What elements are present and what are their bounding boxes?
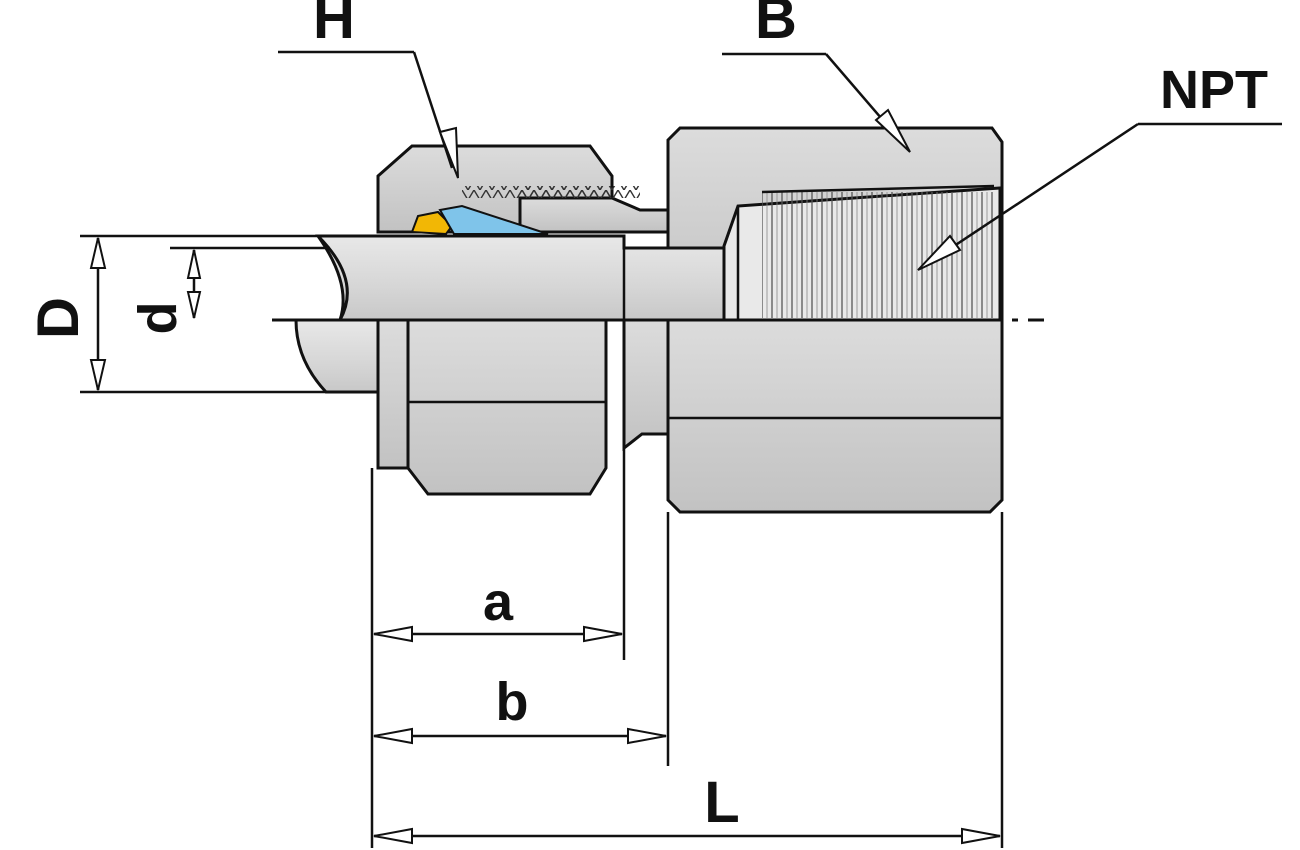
label-NPT: NPT (1160, 60, 1268, 120)
dim-d (170, 246, 330, 319)
dim-L (373, 827, 1001, 845)
dim-D (80, 234, 326, 394)
label-D: D (26, 297, 91, 339)
nut (376, 144, 614, 496)
label-L: L (704, 770, 739, 835)
label-B: B (755, 0, 797, 51)
extension-lines (370, 468, 1004, 848)
leader-NPT (917, 122, 1282, 271)
dim-b (373, 727, 667, 745)
label-a: a (483, 572, 514, 632)
ferrules (410, 204, 549, 236)
label-H: H (313, 0, 355, 51)
npt-thread (762, 192, 994, 318)
back-ferrule (438, 204, 549, 235)
body (518, 126, 1004, 514)
body-male-thread (520, 186, 640, 198)
tube (294, 234, 726, 660)
leader-B (722, 52, 911, 153)
label-d: d (128, 302, 188, 335)
dim-a (373, 625, 623, 643)
leader-H (278, 50, 459, 179)
label-b: b (496, 672, 529, 732)
